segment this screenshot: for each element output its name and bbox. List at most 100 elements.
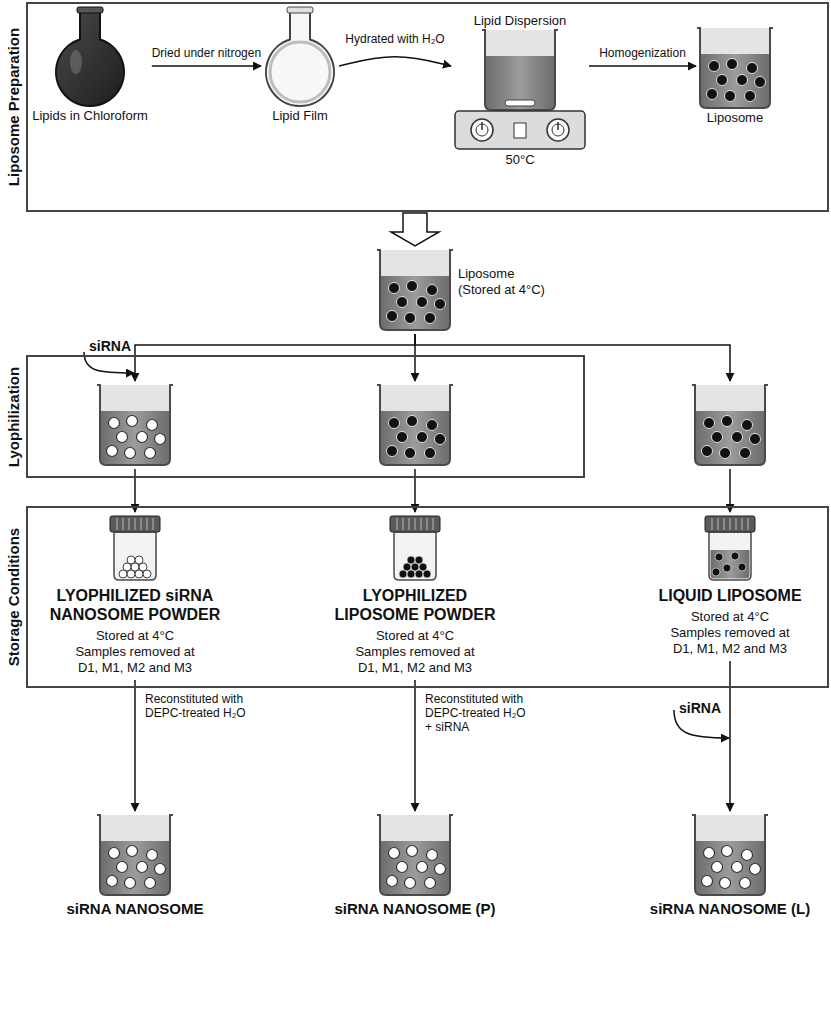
step-label: Dried under nitrogen [150,46,263,60]
vessel-node [376,381,454,469]
beaker-icon [697,28,773,108]
input-label: siRNA [88,338,132,354]
illustration-slot [455,30,585,150]
product-label: siRNA NANOSOME (P) [334,900,495,918]
step-label: Homogenization [597,46,688,60]
vessel-node [691,381,769,469]
storage-title: LIQUID LIPOSOME [658,586,801,605]
product-label: siRNA NANOSOME (L) [650,900,810,918]
vessel-node: LYOPHILIZED siRNA NANOSOME POWDERStored … [36,512,234,680]
flask-icon [56,7,124,106]
flask-body [56,12,124,106]
dial [547,119,569,141]
stir-plate [455,111,585,149]
vessel-label: Liposome [707,110,763,125]
illustration-slot [265,7,335,106]
flow-arrow [152,65,261,67]
vessel-node: Liposome (Stored at 4°C) [376,246,558,334]
band-heading: Storage Conditions [5,528,23,666]
band-heading: Liposome Preparation [5,28,23,186]
step-label: Hydrated with H₂O [343,32,446,46]
block-arrow [391,213,439,246]
nanosome-dots [387,846,446,889]
illustration-slot [705,516,755,580]
liposome-dots [387,416,446,459]
vessel-node: Liposome [696,24,774,131]
vessel-node: LIQUID LIPOSOME Stored at 4°C Samples rem… [654,512,805,661]
flow-arrow [589,65,696,67]
flask-glint [70,50,82,74]
beaker-icon [97,385,173,465]
liposome-dots [707,59,766,102]
vessel-node: siRNA NANOSOME (P) [330,811,499,922]
vial-icon [390,516,440,580]
band-heading: Lyophilization [5,366,23,466]
liposome-dots [702,416,761,459]
stirrer-icon [455,30,585,149]
illustration-slot [100,815,170,895]
flask-icon [266,7,334,106]
beaker-icon [482,30,558,110]
storage-title: LYOPHILIZED siRNA NANOSOME POWDER [40,586,230,624]
vessel-label: Liposome (Stored at 4°C) [458,266,554,298]
vessel-node: LYOPHILIZED LIPOSOME POWDER Stored at 4°C… [316,512,514,680]
beaker-icon [692,815,768,895]
flow-arrow [135,334,415,381]
nanosome-dots [702,846,761,889]
flow-arrow [415,334,730,381]
stir-bar [505,100,535,106]
liposome-dots [387,281,446,324]
illustration-slot [695,815,765,895]
beaker-icon [97,815,173,895]
beaker-icon [377,385,453,465]
powder-pile [399,556,431,578]
illustration-slot [380,385,450,465]
liposome-dots [712,552,746,576]
storage-title: LYOPHILIZED LIPOSOME POWDER [320,586,510,624]
illustration-slot [55,7,125,106]
flask-lip [77,7,103,13]
illustration-slot [700,28,770,108]
nanosome-dots [107,846,166,889]
dial-tick [481,122,483,130]
flow-arrow [134,680,136,811]
illustration-slot [100,385,170,465]
input-label: siRNA [678,700,722,716]
vial-liquid [711,550,750,579]
vessel-node: Lipid Film [261,3,339,129]
nanosome-dots [107,416,166,459]
storage-note: Stored at 4°C Samples removed at D1, M1,… [351,628,479,676]
illustration-slot [695,385,765,465]
beaker-icon [377,250,453,330]
vessel-label: Lipid Film [272,108,328,123]
powder-pile [119,556,151,578]
dial-tick [557,122,559,130]
illustration-slot [390,516,440,580]
illustration-slot [380,250,450,330]
storage-note: Stored at 4°C Samples removed at D1, M1,… [666,609,794,657]
dial [471,119,493,141]
stage-band: Storage ConditionsLYOPHILIZED siRNA NANO… [26,506,829,688]
illustration-slot [380,815,450,895]
flask-lip [287,7,313,13]
beaker-icon [377,815,453,895]
vessel-node: siRNA NANOSOME [63,811,208,922]
flow-arrow [414,680,416,811]
vessel-node: Lipid Dispersion 50°C [451,7,589,173]
vessel-label: Lipid Dispersion [474,13,567,28]
vessel-label: 50°C [505,152,534,167]
step-label: Reconstituted with DEPC-treated H₂O [143,692,257,720]
vial-icon [705,516,755,580]
flow-arrow [729,661,731,811]
stage-band: Lyophilization [26,355,585,478]
display [514,123,526,138]
product-label: siRNA NANOSOME [67,900,204,918]
vessel-node [96,381,174,469]
lipid-film [270,42,330,102]
flow-arrow [339,57,451,66]
illustration-slot [110,516,160,580]
step-label: Reconstituted with DEPC-treated H₂O + si… [423,692,537,734]
